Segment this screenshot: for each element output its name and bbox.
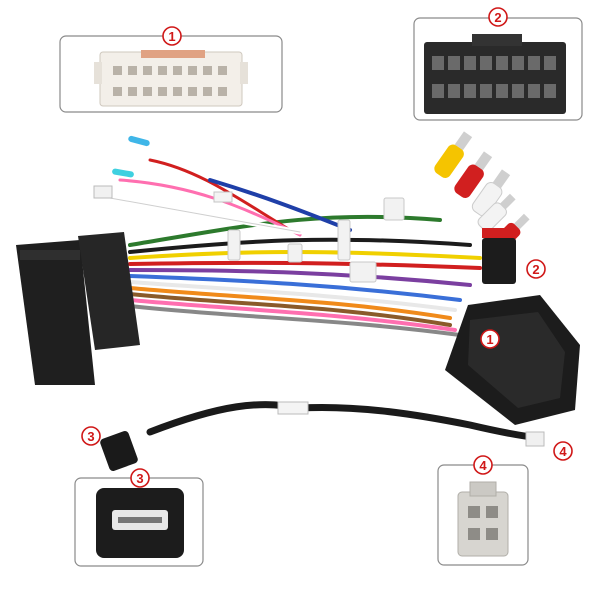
callout-1-side: 1	[480, 329, 500, 349]
callout-3-cable-label: 3	[87, 429, 94, 444]
callout-1-top: 1	[162, 26, 182, 46]
callout-2-top-label: 2	[494, 10, 501, 25]
mini-usb-plug-icon	[100, 431, 138, 471]
callout-4-cable-label: 4	[559, 444, 567, 459]
callout-2-side: 2	[526, 259, 546, 279]
black-16-pin-connector-harness-icon	[482, 228, 516, 284]
usb-cable	[146, 401, 544, 442]
inset-black-connector	[413, 17, 583, 121]
callout-2-top: 2	[488, 7, 508, 27]
callout-3-cable: 3	[81, 426, 101, 446]
callout-1-side-label: 1	[486, 332, 493, 347]
callout-3-inset: 3	[130, 468, 150, 488]
loose-wire-pins	[93, 135, 233, 203]
callout-4-cable: 4	[553, 441, 573, 461]
inset-4-pin	[437, 464, 529, 566]
black-16-pin-connector-icon	[424, 34, 566, 114]
white-16-pin-connector-icon	[94, 50, 248, 107]
inset-mini-usb	[74, 477, 204, 567]
callout-1-top-label: 1	[168, 29, 175, 44]
4-pin-grey-connector-icon	[457, 481, 509, 557]
mini-usb-connector-icon	[96, 488, 184, 558]
4-pin-plug-small-icon	[525, 431, 545, 447]
main-harness-plug-icon	[16, 232, 140, 385]
inset-white-connector	[59, 35, 283, 113]
callout-3-inset-label: 3	[136, 471, 143, 486]
callout-4-inset: 4	[473, 455, 493, 475]
callout-2-side-label: 2	[532, 262, 539, 277]
wire-bundle	[107, 158, 482, 337]
canbus-box-icon	[445, 295, 580, 425]
cable-ties	[227, 197, 405, 283]
callout-4-inset-label: 4	[479, 458, 487, 473]
